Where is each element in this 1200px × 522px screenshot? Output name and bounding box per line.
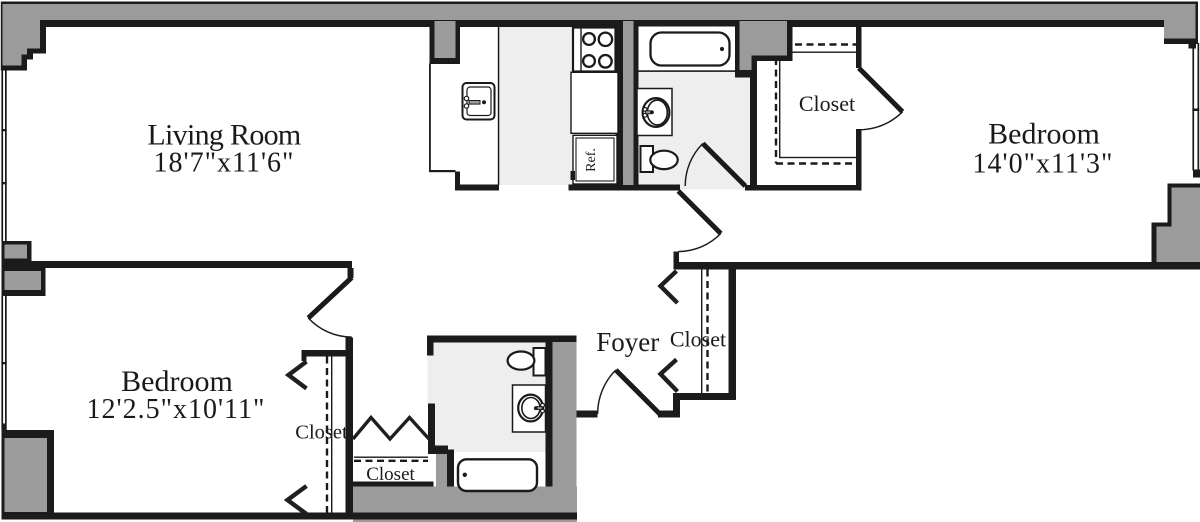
svg-text:Closet: Closet (366, 464, 415, 485)
svg-text:Bedroom: Bedroom (988, 117, 1100, 150)
svg-text:Closet: Closet (295, 422, 348, 444)
svg-text:Closet: Closet (799, 91, 855, 116)
svg-text:Foyer: Foyer (596, 327, 659, 357)
svg-text:Bedroom: Bedroom (121, 365, 233, 398)
svg-text:12'2.5"x10'11": 12'2.5"x10'11" (87, 394, 266, 425)
svg-text:14'0"x11'3": 14'0"x11'3" (973, 149, 1114, 180)
svg-text:Closet: Closet (670, 327, 726, 352)
svg-text:Ref.: Ref. (584, 148, 599, 172)
svg-text:18'7"x11'6": 18'7"x11'6" (154, 148, 295, 179)
svg-text:Living Room: Living Room (147, 119, 301, 152)
